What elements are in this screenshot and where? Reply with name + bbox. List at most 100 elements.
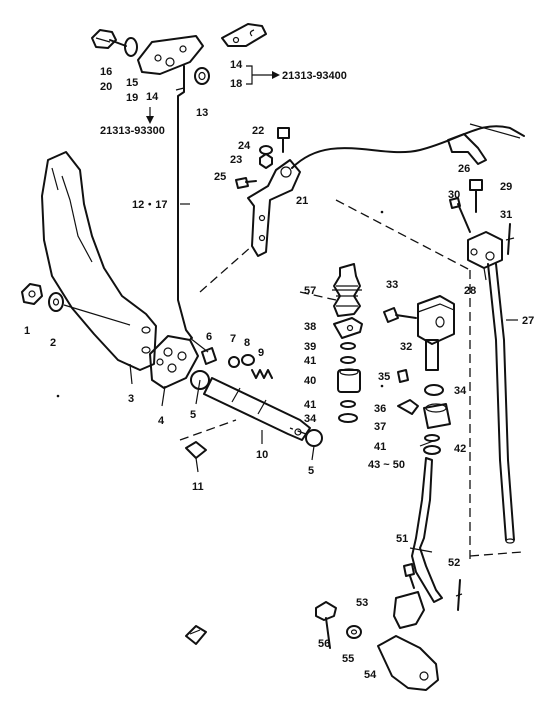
shift-rod-part-12 xyxy=(175,65,193,339)
marker-icon xyxy=(185,625,207,645)
label-54: 54 xyxy=(364,669,377,681)
label-42: 42 xyxy=(454,443,466,455)
washer-part-55 xyxy=(346,625,362,639)
pin-part-52 xyxy=(455,579,463,611)
bolt-part-29 xyxy=(469,179,483,213)
label-1: 1 xyxy=(24,325,30,337)
dashed-frame xyxy=(199,199,523,560)
dot-mark-2 xyxy=(380,384,384,388)
washer-part-39 xyxy=(340,342,356,350)
bracket-arrow xyxy=(146,65,280,124)
label-23: 23 xyxy=(230,154,242,166)
bolt-part-56 xyxy=(315,601,337,649)
part-number-right: 21313-93400 xyxy=(282,70,347,82)
label-3: 3 xyxy=(128,393,134,405)
label-33: 33 xyxy=(386,279,398,291)
label-14a: 14 xyxy=(146,91,159,103)
label-43-50: 43 ~ 50 xyxy=(368,459,405,471)
fork-part-54 xyxy=(377,635,439,691)
label-5b: 5 xyxy=(308,465,314,477)
part-number-left: 21313-93300 xyxy=(100,125,165,137)
spring-part-9 xyxy=(251,369,273,379)
bolt-part-30 xyxy=(449,197,471,233)
shaft-part-10 xyxy=(179,377,311,441)
label-5a: 5 xyxy=(190,409,196,421)
washer-part-42 xyxy=(423,445,441,455)
label-8: 8 xyxy=(244,337,250,349)
fork-part-53 xyxy=(393,591,425,629)
lever-head-part-37 xyxy=(423,403,451,429)
label-4: 4 xyxy=(158,415,165,427)
label-22: 22 xyxy=(252,125,264,137)
label-57: 57 xyxy=(304,285,316,297)
ball-part-7 xyxy=(228,356,240,368)
label-21: 21 xyxy=(296,195,308,207)
label-51: 51 xyxy=(396,533,408,545)
leader-line-pedal xyxy=(63,304,131,326)
label-7: 7 xyxy=(230,333,236,345)
label-31: 31 xyxy=(500,209,512,221)
washer-part-34a xyxy=(338,413,358,423)
plate-part-4 xyxy=(149,335,199,389)
label-15: 15 xyxy=(126,77,138,89)
knob-part-16 xyxy=(91,29,127,49)
label-53: 53 xyxy=(356,597,368,609)
label-20: 20 xyxy=(100,81,112,93)
screw-part-35 xyxy=(397,369,409,383)
lever-plate-part-14 xyxy=(137,35,204,75)
label-25: 25 xyxy=(214,171,226,183)
label-30: 30 xyxy=(448,189,460,201)
bolt-part-33 xyxy=(383,307,417,323)
bracket-part-21 xyxy=(247,159,301,257)
dot-mark xyxy=(56,394,60,398)
label-36: 36 xyxy=(374,403,386,415)
nut-part-1 xyxy=(21,283,43,305)
rod-part-27 xyxy=(487,263,515,544)
label-2: 2 xyxy=(50,337,56,349)
label-14b: 14 xyxy=(230,59,243,71)
pin-part-31 xyxy=(505,223,515,255)
label-27: 27 xyxy=(522,315,534,327)
label-12-17: 12・17 xyxy=(132,199,167,211)
label-56: 56 xyxy=(318,638,330,650)
washer-part-13 xyxy=(194,67,210,85)
block-part-32 xyxy=(417,295,455,345)
label-39: 39 xyxy=(304,341,316,353)
plate-part-38 xyxy=(333,317,363,339)
clip-part-36 xyxy=(397,399,419,415)
label-11: 11 xyxy=(192,481,204,493)
washer-part-2 xyxy=(48,292,64,312)
screw-part-25 xyxy=(235,177,257,189)
pedal-part-3 xyxy=(41,151,157,371)
shaft-part-32b xyxy=(425,339,439,371)
shift-lever-part-43 xyxy=(409,457,443,603)
label-37: 37 xyxy=(374,421,386,433)
washer-part-15 xyxy=(124,37,138,57)
label-29: 29 xyxy=(500,181,512,193)
ball-part-8 xyxy=(241,354,255,366)
screw-part-51 xyxy=(403,563,415,589)
boot-part-57 xyxy=(333,263,361,317)
label-55: 55 xyxy=(342,653,354,665)
label-35: 35 xyxy=(378,371,390,383)
washer-part-41c xyxy=(424,434,440,442)
nut-part-23 xyxy=(259,153,273,169)
label-34b: 34 xyxy=(454,385,467,397)
label-16: 16 xyxy=(100,66,112,78)
washer-part-24 xyxy=(259,145,273,155)
label-18: 18 xyxy=(230,78,242,90)
label-9: 9 xyxy=(258,347,264,359)
label-28: 28 xyxy=(464,285,476,297)
label-38: 38 xyxy=(304,321,316,333)
clip-part-26 xyxy=(447,133,487,165)
dot-mark-3 xyxy=(380,210,384,214)
bolt-part-22 xyxy=(277,127,290,153)
label-24: 24 xyxy=(238,140,251,152)
washer-part-41b xyxy=(340,400,356,408)
o-ring-part-5 xyxy=(190,370,210,390)
label-41c: 41 xyxy=(374,441,386,453)
label-19: 19 xyxy=(126,92,138,104)
label-41a: 41 xyxy=(304,355,316,367)
label-40: 40 xyxy=(304,375,316,387)
